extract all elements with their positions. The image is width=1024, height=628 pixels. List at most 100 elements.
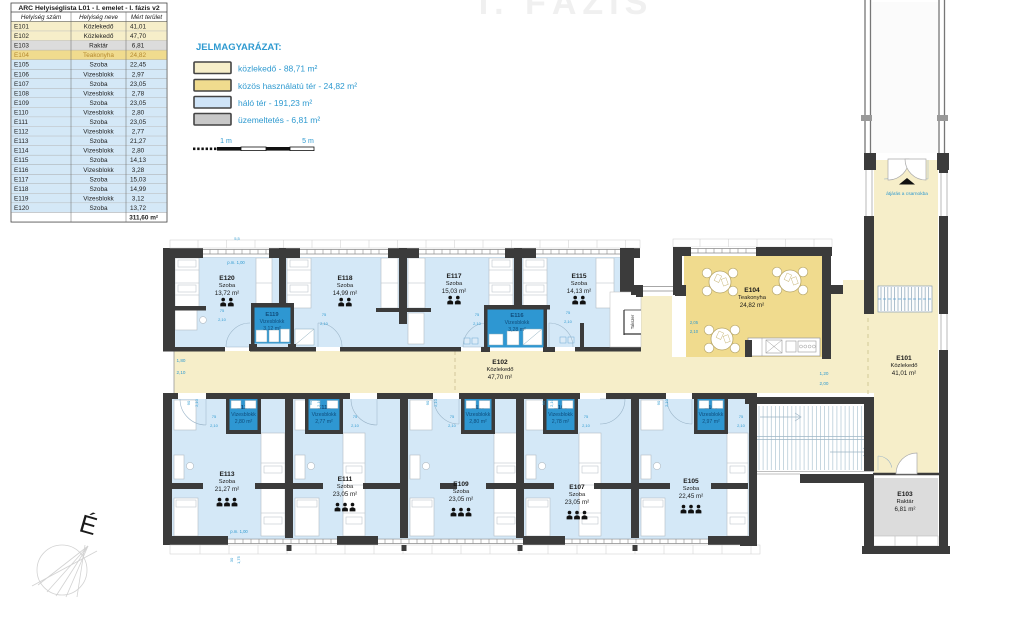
svg-text:E103: E103 [14,43,29,50]
svg-text:Vizesblokk: Vizesblokk [505,320,530,326]
svg-text:2,10: 2,10 [549,398,554,407]
svg-text:Vizesblokk: Vizesblokk [83,148,114,155]
svg-text:75: 75 [584,414,589,419]
svg-text:1,75: 1,75 [236,555,241,564]
svg-text:75: 75 [212,414,217,419]
svg-text:E102: E102 [492,359,508,366]
svg-text:Szoba: Szoba [89,62,108,69]
svg-text:E112: E112 [14,129,29,136]
svg-text:E103: E103 [897,491,913,498]
svg-text:2,77: 2,77 [132,129,145,136]
svg-text:Vizesblokk: Vizesblokk [83,109,114,116]
svg-text:E115: E115 [14,157,29,164]
svg-text:2,10: 2,10 [664,398,669,407]
svg-text:2,10: 2,10 [564,319,573,324]
svg-text:Szoba: Szoba [89,176,108,183]
svg-text:Raktár: Raktár [896,499,913,505]
svg-text:2,10: 2,10 [582,423,591,428]
svg-text:Szoba: Szoba [89,205,108,212]
svg-text:E101: E101 [896,355,912,362]
svg-text:311,60 m²: 311,60 m² [129,215,158,222]
svg-text:13,72: 13,72 [130,205,146,212]
svg-text:21,27: 21,27 [130,138,146,145]
svg-text:Vizesblokk: Vizesblokk [231,412,256,418]
svg-text:Vizesblokk: Vizesblokk [312,412,337,418]
svg-text:Szoba: Szoba [89,138,108,145]
svg-text:közös használatú tér - 24,82 m: közös használatú tér - 24,82 m² [238,81,357,91]
svg-text:15,03 m²: 15,03 m² [442,288,466,295]
svg-text:Szoba: Szoba [571,281,588,287]
svg-text:E116: E116 [510,313,524,319]
svg-text:E107: E107 [14,81,29,88]
svg-text:1,20: 1,20 [820,371,829,376]
svg-text:Vizesblokk: Vizesblokk [548,412,573,418]
svg-text:5,5: 5,5 [234,236,240,241]
svg-text:Mért terület: Mért terület [131,14,163,21]
svg-text:2,10: 2,10 [177,370,186,375]
svg-text:47,70 m²: 47,70 m² [488,374,512,381]
svg-text:2,10: 2,10 [737,423,746,428]
svg-text:90: 90 [186,400,191,405]
svg-text:E116: E116 [14,167,29,174]
svg-text:75: 75 [220,308,225,313]
svg-text:21,27 m²: 21,27 m² [215,486,239,493]
svg-text:E106: E106 [14,71,29,78]
svg-text:2,77 m²: 2,77 m² [315,419,333,425]
svg-text:2,78 m²: 2,78 m² [552,419,570,425]
svg-text:22,45: 22,45 [130,62,146,69]
svg-text:30: 30 [229,557,234,562]
svg-text:3,28: 3,28 [132,167,145,174]
svg-text:E109: E109 [453,481,469,488]
svg-text:14,13 m²: 14,13 m² [567,288,591,295]
svg-text:90: 90 [541,400,546,405]
svg-text:23,05: 23,05 [130,81,146,88]
svg-text:3,12: 3,12 [132,195,145,202]
svg-text:E117: E117 [446,273,461,280]
svg-text:14,99: 14,99 [130,186,146,193]
svg-text:E113: E113 [14,138,29,145]
svg-text:3,12 m²: 3,12 m² [263,326,281,332]
svg-text:2,10: 2,10 [194,398,199,407]
svg-text:Vizesblokk: Vizesblokk [466,412,491,418]
svg-text:2,10: 2,10 [218,317,227,322]
svg-text:41,01: 41,01 [130,24,146,31]
svg-text:E117: E117 [14,176,29,183]
svg-text:E119: E119 [265,312,279,318]
svg-text:41,01 m²: 41,01 m² [892,370,916,377]
svg-text:E110: E110 [471,405,484,411]
svg-text:14,13: 14,13 [130,157,146,164]
svg-text:E114: E114 [237,405,251,411]
svg-text:E111: E111 [14,119,28,126]
svg-text:Szoba: Szoba [89,81,108,88]
svg-text:Szoba: Szoba [219,283,236,289]
svg-text:ARC Helyiséglista L01 - I. eme: ARC Helyiséglista L01 - I. emelet - I. f… [18,5,159,12]
svg-text:75: 75 [566,310,571,315]
svg-text:1 m: 1 m [220,138,232,145]
svg-text:6,81: 6,81 [132,43,145,50]
svg-text:E108: E108 [14,90,29,97]
svg-text:E113: E113 [219,471,234,478]
svg-text:22,45 m²: 22,45 m² [679,493,703,500]
svg-text:Szoba: Szoba [89,119,108,126]
svg-text:23,05 m²: 23,05 m² [449,496,473,503]
svg-text:E111: E111 [338,476,353,483]
svg-text:90: 90 [656,400,661,405]
svg-text:Vizesblokk: Vizesblokk [83,167,114,174]
svg-text:2,80: 2,80 [132,109,145,116]
svg-text:75: 75 [353,414,358,419]
svg-text:p.m. 1,00: p.m. 1,00 [230,529,248,534]
svg-text:Szoba: Szoba [683,486,700,492]
svg-text:Vizesblokk: Vizesblokk [83,90,114,97]
svg-text:Közlekedő: Közlekedő [84,24,114,31]
svg-text:Szoba: Szoba [89,186,108,193]
svg-text:75: 75 [322,312,327,317]
svg-text:2,80 m²: 2,80 m² [469,419,487,425]
svg-text:Teakonyha: Teakonyha [83,52,114,59]
svg-text:75: 75 [475,312,480,317]
svg-text:75: 75 [450,414,455,419]
svg-text:E104: E104 [744,287,760,294]
svg-text:13,72 m²: 13,72 m² [215,290,239,297]
svg-text:E104: E104 [14,52,29,59]
svg-text:Vizesblokk: Vizesblokk [83,129,114,136]
svg-text:2,10: 2,10 [473,321,482,326]
